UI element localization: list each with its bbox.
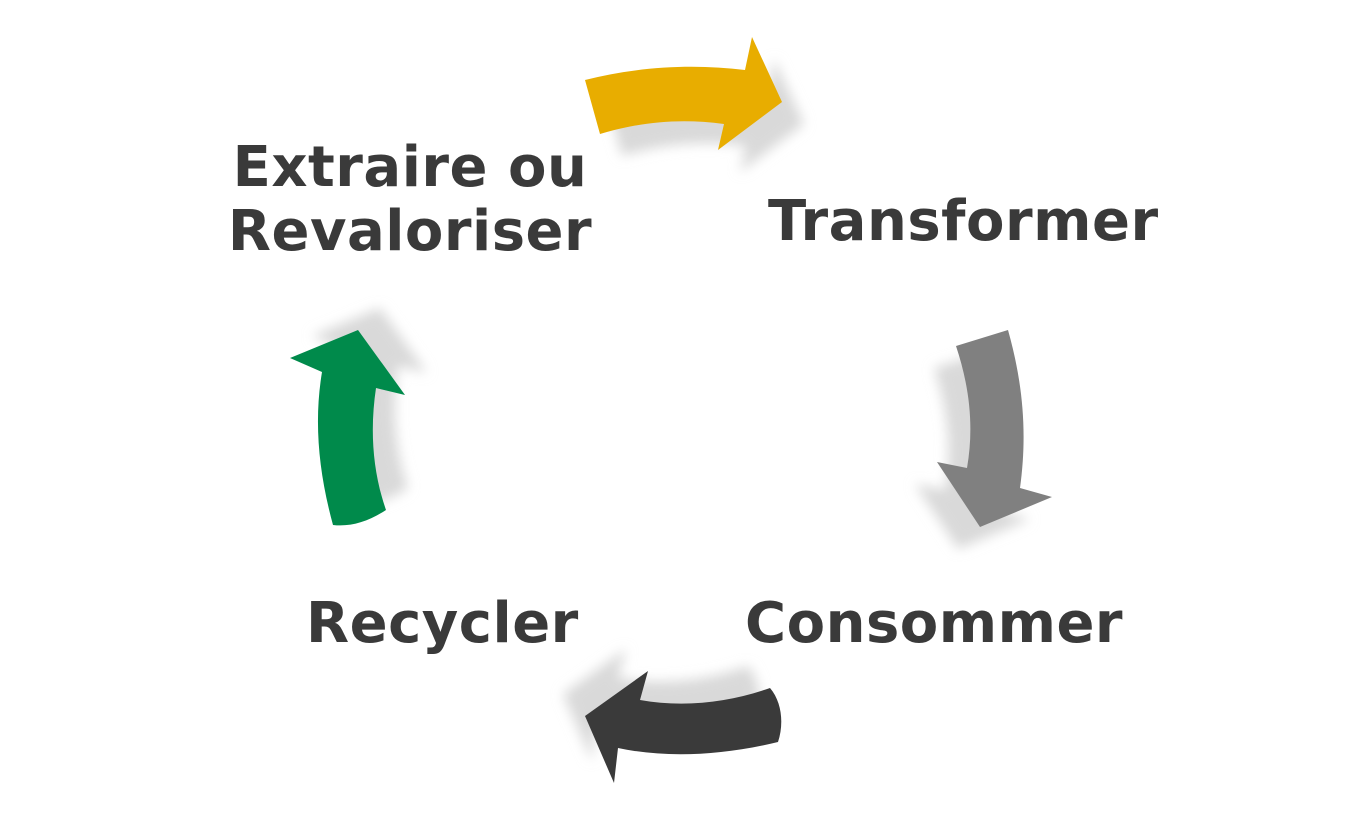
- step-extract-line2: Revaloriser: [227, 199, 593, 264]
- arrow-recycle-to-extract-icon: [290, 308, 427, 526]
- step-transform-label: Transformer: [768, 189, 1159, 254]
- step-recycle-label: Recycler: [306, 591, 579, 656]
- arrow-transform-to-consume-body: [937, 330, 1052, 527]
- arrow-recycle-to-extract-body: [290, 330, 405, 526]
- arrow-consume-to-recycle-icon: [563, 649, 782, 783]
- arrow-extract-to-transform-body: [585, 37, 782, 150]
- arrow-consume-to-recycle-body: [585, 671, 782, 783]
- step-consume-label: Consommer: [745, 591, 1124, 656]
- arrow-extract-to-transform-icon: [585, 37, 804, 172]
- step-extract-line1: Extraire ou: [232, 135, 588, 200]
- step-extract-label: Extraire ou Revaloriser: [225, 136, 595, 264]
- arrow-transform-to-consume-icon: [915, 330, 1052, 549]
